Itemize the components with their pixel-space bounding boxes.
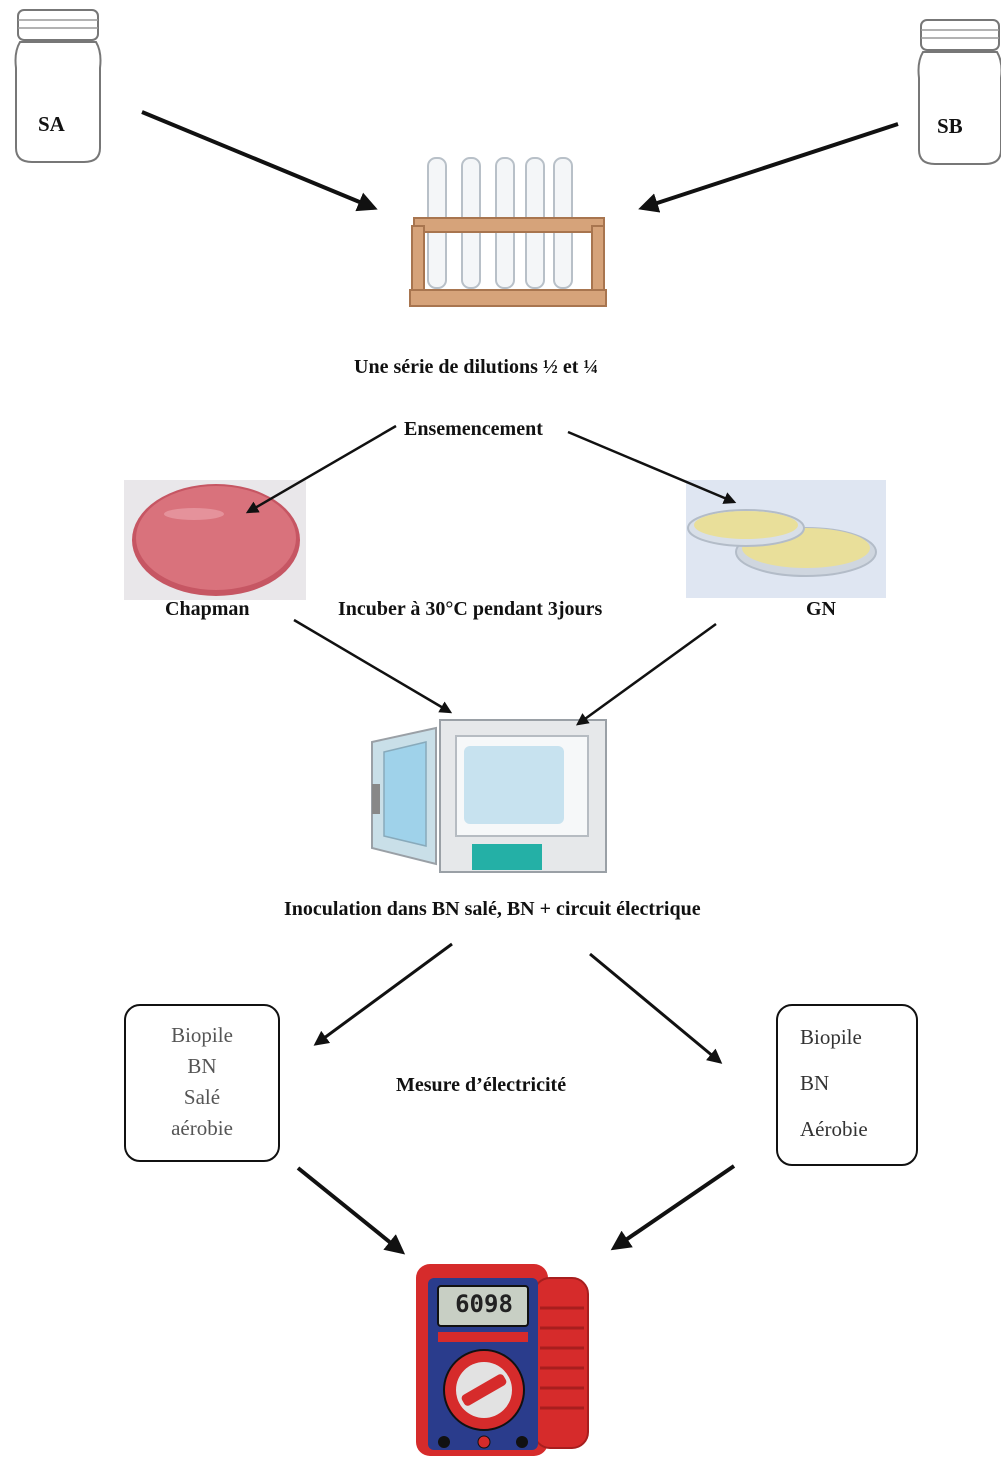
- multimeter: 6098: [414, 1258, 592, 1456]
- jar-sb-label: SB: [937, 114, 963, 138]
- incubator: [368, 718, 608, 876]
- gn-petri-dishes: [686, 480, 886, 598]
- box-line: BN: [800, 1071, 830, 1095]
- gn-label: GN: [806, 598, 836, 620]
- petri-dish-icon: [687, 509, 877, 577]
- jar-icon: [14, 9, 102, 163]
- seeding-label: Ensemencement: [404, 418, 543, 440]
- arrow-inoculation-to-left-box: [313, 942, 453, 1046]
- box-line: Aérobie: [800, 1117, 868, 1141]
- incubation-label: Incuber à 30°C pendant 3jours: [338, 598, 603, 620]
- arrow-left-box-to-multimeter: [296, 1166, 406, 1255]
- measure-label: Mesure d’électricité: [396, 1074, 567, 1096]
- multimeter-display: 6098: [455, 1290, 513, 1318]
- arrow-chapman-to-incubator: [293, 618, 453, 714]
- test-tube-rack: [408, 150, 608, 320]
- arrow-seeding-to-chapman: [245, 424, 397, 514]
- incubator-icon: [371, 719, 607, 873]
- arrow-right-box-to-multimeter: [610, 1164, 736, 1251]
- jar-sb: SB: [915, 18, 1001, 168]
- box-line: Biopile: [800, 1025, 862, 1049]
- arrow-sb-to-tubes: [638, 122, 899, 213]
- arrow-gn-to-incubator: [575, 622, 717, 726]
- jar-sa: SA: [12, 8, 104, 166]
- biopile-aerobic-box: Biopile BN Aérobie: [776, 1004, 918, 1166]
- arrow-seeding-to-gn: [567, 430, 737, 504]
- box-line: Salé: [183, 1085, 221, 1109]
- jar-sa-label: SA: [38, 112, 65, 136]
- chapman-label: Chapman: [165, 598, 250, 620]
- arrow-inoculation-to-right-box: [589, 952, 723, 1064]
- test-tubes-icon: [409, 157, 607, 307]
- box-line: Biopile: [171, 1023, 233, 1047]
- arrow-sa-to-tubes: [141, 110, 378, 212]
- box-line: aérobie: [171, 1116, 233, 1140]
- box-line: BN: [187, 1054, 217, 1078]
- dilution-label: Une série de dilutions ½ et ¼: [354, 356, 599, 378]
- biopile-salt-box: Biopile BN Salé aérobie: [124, 1004, 280, 1162]
- inoculation-label: Inoculation dans BN salé, BN + circuit é…: [284, 898, 701, 920]
- multimeter-icon: [416, 1264, 589, 1456]
- jar-icon: [917, 19, 1001, 165]
